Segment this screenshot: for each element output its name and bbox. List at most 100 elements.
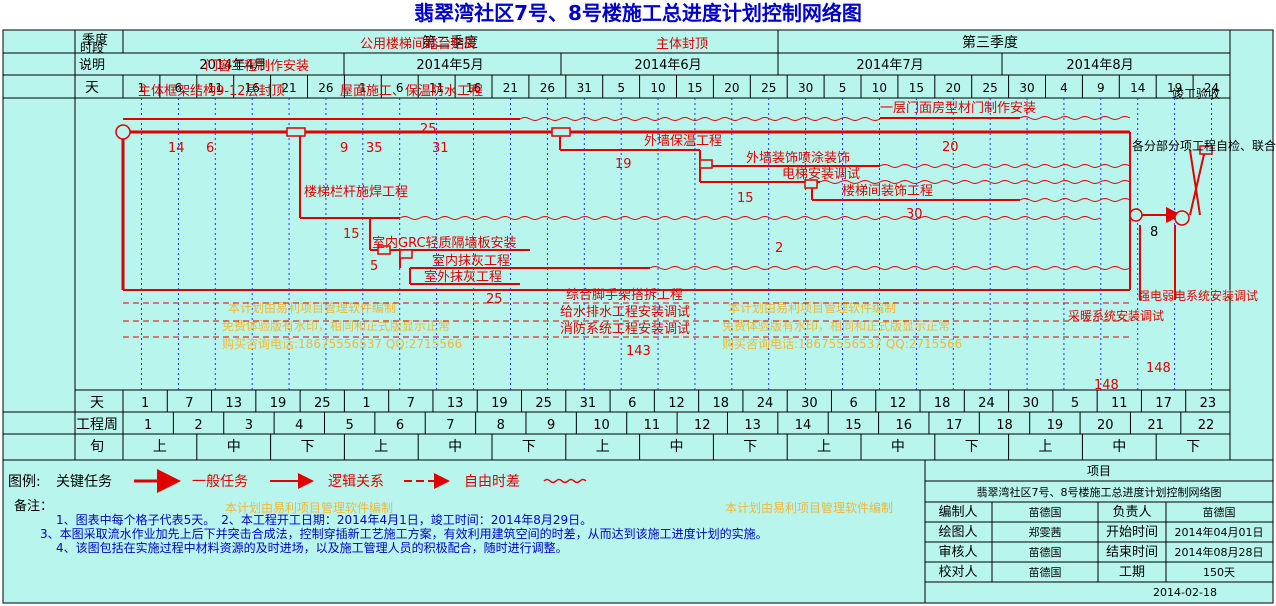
task-duration-stair-tile: 9 [340,141,348,156]
task-label-facade: 外墙装饰喷涂装饰 [746,150,850,166]
top-day-label: 16 [466,81,481,95]
footer-day: 18 [713,396,730,411]
footer-day: 7 [407,396,415,411]
week-number: 3 [245,418,253,433]
footer-day: 18 [934,396,951,411]
node-f [399,249,413,259]
week-number: 16 [895,418,912,433]
week-number: 17 [946,418,963,433]
week-number: 18 [996,418,1013,433]
checker-label: 校对人 [938,564,977,580]
top-day-ticks [122,75,1194,98]
task-label-power: 强电弱电系统安装调试 [1138,288,1258,303]
xun-label: 中 [227,439,241,455]
header-grid [3,30,1231,460]
xun-label: 上 [817,439,831,455]
task-label-doors: 门窗工程制作安装 [205,58,309,74]
bottom-ticks [122,390,1187,460]
task-duration-power: 148 [1146,361,1171,376]
watermark-line-5: 免费体验版有水印，相同和正式版显示正常 [722,318,950,333]
editor-value: 苗德国 [1029,505,1062,519]
node-end [1199,145,1213,155]
task-duration-shopfront: 20 [942,140,959,155]
period-row-label: 时段 [80,40,104,55]
task-label-elevator: 电梯安装调试 [782,167,860,182]
node-start [115,124,131,140]
xun-label: 下 [301,439,315,455]
note-row-label: 说明 [79,58,105,73]
watermark-line-1: 本计划由易利项目管理软件编制 [228,300,396,315]
quarter-3: 第三季度 [962,34,1018,51]
node-a [286,127,306,137]
top-day-label: 20 [724,81,739,95]
top-day-label: 9 [1097,81,1105,95]
footer-day: 12 [890,396,907,411]
top-day-label: 26 [540,81,555,95]
week-number: 7 [446,418,454,433]
top-day-label: 10 [872,81,887,95]
footer-day: 23 [1200,396,1217,411]
top-day-label: 16 [245,81,260,95]
task-label-ext-insul: 外墙保温工程 [644,134,722,149]
network-nodes [115,124,1213,259]
task-label-completion: 竣工验收 [1172,86,1220,101]
footer-day: 5 [1071,396,1079,411]
node-e [377,245,391,255]
task-label-roof: 屋面施工、保温防水工程 [340,83,483,99]
footer-day: 19 [270,396,287,411]
footer-week-label: 工程周 [76,417,118,433]
top-day-label: 26 [318,81,333,95]
node-h [1174,210,1190,226]
page-title: 翡翠湾社区7号、8号楼施工总进度计划控制网络图 [414,1,862,25]
week-number: 10 [593,418,610,433]
legend-float-line [543,478,587,484]
xun-label: 上 [596,439,610,455]
owner-value: 苗德国 [1203,505,1236,519]
week-number: 1 [144,418,152,433]
notes-watermark-1: 本计划由易利项目管理软件编制 [225,500,393,515]
start-label: 开始时间 [1106,525,1158,540]
info-table-text: 项目 翡翠湾社区7号、8号楼施工总进度计划控制网络图 编制人 苗德国 负责人 苗… [938,464,1263,599]
top-day-label: 21 [281,81,296,95]
top-day-label: 10 [650,81,665,95]
footer-day: 6 [628,396,636,411]
footer-day: 12 [668,396,685,411]
xun-label: 上 [374,439,388,455]
xun-label: 下 [522,439,536,455]
info-table [924,459,1274,604]
legend-float: 自由时差 [464,474,520,490]
node-g [1129,208,1143,222]
task-duration-grc: 2 [775,241,783,256]
xun-label: 上 [1039,439,1053,455]
xun-label: 下 [965,439,979,455]
duration-value: 150天 [1203,566,1235,579]
week-number: 5 [346,418,354,433]
footer-day: 30 [801,396,818,411]
reviewer-label: 审核人 [938,545,977,560]
issue-date: 2014-02-18 [1153,586,1217,599]
week-number: 2 [194,418,202,433]
task-label-scaffold: 综合脚手架搭拆工程 [566,287,683,303]
watermark-line-4: 本计划由易利项目管理软件编制 [728,300,896,315]
drawer-label: 绘图人 [938,525,977,540]
top-day-label: 4 [1060,81,1068,95]
top-day-label: 19 [1167,81,1182,95]
top-day-label: 11 [208,81,223,95]
dotted-day-grid [141,98,1212,390]
task-label-main-frame: 主体框架结构9-12层封顶 [138,84,285,99]
task-duration-exterior-plaster: 25 [486,292,503,307]
node-c [699,159,713,169]
xun-label: 下 [743,439,757,455]
end-value: 2014年08月28日 [1175,545,1264,559]
footer-day: 1 [141,396,149,411]
week-number: 14 [795,418,812,433]
month-may: 2014年5月 [416,58,483,73]
bottom-panel [2,459,1274,604]
week-number: 13 [744,418,761,433]
week-number: 11 [644,418,661,433]
task-label-stair-tile: 公用楼梯间踏台贴砖 [360,37,477,52]
footer-xun-label: 旬 [90,439,104,455]
node-b [551,127,571,137]
day-row-label: 天 [85,80,99,96]
